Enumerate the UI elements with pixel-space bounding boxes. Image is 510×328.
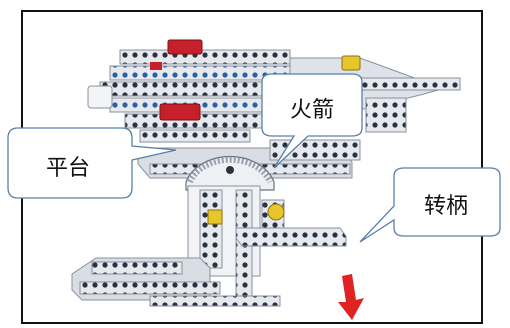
callout-platform-label: 平台 bbox=[46, 156, 91, 181]
callout-platform-bubble bbox=[7, 127, 177, 199]
handle-beam bbox=[235, 227, 347, 247]
turntable-gear bbox=[185, 155, 275, 191]
down-arrow-icon bbox=[338, 274, 364, 320]
callout-handle-bubble bbox=[359, 167, 501, 243]
callout-rocket-label: 火箭 bbox=[290, 98, 335, 123]
base-assembly bbox=[71, 257, 281, 307]
callout-handle-label: 转柄 bbox=[424, 194, 469, 219]
callout-rocket-bubble bbox=[261, 73, 363, 169]
